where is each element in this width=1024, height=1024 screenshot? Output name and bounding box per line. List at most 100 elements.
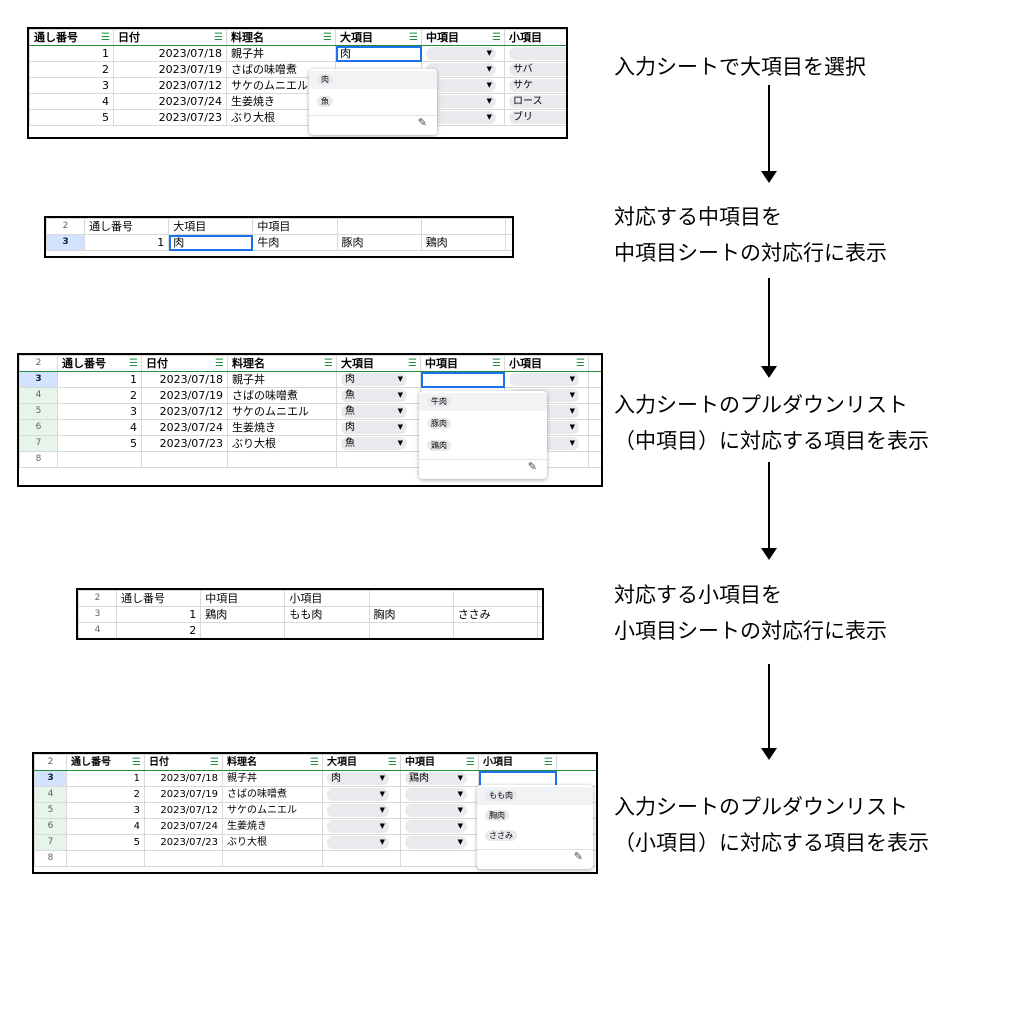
medium-category-cell[interactable]: ▼ bbox=[421, 93, 505, 110]
filter-icon[interactable]: ☰ bbox=[388, 757, 397, 768]
row-number[interactable]: 5 bbox=[34, 802, 67, 819]
empty-cell[interactable] bbox=[336, 451, 421, 468]
serial-cell[interactable]: 4 bbox=[29, 93, 114, 110]
filter-icon[interactable]: ☰ bbox=[310, 757, 319, 768]
filter-icon[interactable]: ☰ bbox=[492, 358, 501, 369]
header-small[interactable]: 小項目 bbox=[284, 590, 370, 607]
date-cell[interactable]: 2023/07/24 bbox=[113, 93, 227, 110]
serial-cell[interactable]: 5 bbox=[29, 109, 114, 126]
row-number[interactable]: 4 bbox=[19, 387, 58, 404]
dropdown-chip[interactable]: ▼ bbox=[405, 804, 467, 817]
empty-cell[interactable] bbox=[536, 622, 542, 638]
dropdown-chip[interactable]: ▼ bbox=[327, 836, 389, 849]
header-dish[interactable]: 料理名☰ bbox=[222, 754, 323, 771]
dropdown-chip[interactable]: 魚▼ bbox=[341, 405, 407, 418]
filter-icon[interactable]: ☰ bbox=[324, 358, 333, 369]
dropdown-chip[interactable]: ブリ▼ bbox=[509, 111, 566, 124]
large-category-active-cell[interactable]: 肉 bbox=[335, 45, 422, 62]
serial-cell[interactable]: 4 bbox=[66, 818, 145, 835]
serial-cell[interactable]: 5 bbox=[57, 435, 142, 452]
dropdown-chip[interactable]: 肉▼ bbox=[341, 373, 407, 386]
dish-cell[interactable]: 生姜焼き bbox=[222, 818, 323, 835]
medium-category-cell[interactable]: ▼ bbox=[400, 786, 479, 803]
small-category-cell[interactable]: ロース▼ bbox=[504, 93, 566, 110]
medium-item-cell[interactable]: 豚肉 bbox=[336, 234, 422, 251]
dish-cell[interactable]: サケのムニエル bbox=[222, 802, 323, 819]
dropdown-chip[interactable]: ▼ bbox=[405, 788, 467, 801]
dropdown-chip[interactable]: ▼ bbox=[405, 836, 467, 849]
filter-icon[interactable]: ☰ bbox=[215, 358, 224, 369]
dropdown-chip[interactable]: 肉▼ bbox=[341, 421, 407, 434]
serial-cell[interactable]: 3 bbox=[57, 403, 142, 420]
dropdown-option-row[interactable]: ささみ bbox=[477, 827, 593, 845]
header-date[interactable]: 日付☰ bbox=[113, 29, 227, 46]
row-number[interactable]: 2 bbox=[34, 754, 67, 771]
dish-cell[interactable]: ぶり大根 bbox=[227, 435, 337, 452]
row-number[interactable]: 6 bbox=[19, 419, 58, 436]
filter-icon[interactable]: ☰ bbox=[408, 358, 417, 369]
dish-cell[interactable]: ぶり大根 bbox=[226, 109, 336, 126]
large-category-cell[interactable]: 魚▼ bbox=[336, 387, 421, 404]
dropdown-option-row[interactable]: 豚肉 bbox=[419, 415, 547, 433]
serial-cell[interactable]: 5 bbox=[66, 834, 145, 851]
header-date[interactable]: 日付☰ bbox=[141, 355, 228, 372]
dropdown-chip[interactable]: サバ▼ bbox=[509, 63, 566, 76]
empty-cell[interactable] bbox=[588, 451, 601, 468]
dropdown-option[interactable]: 胸肉 bbox=[485, 810, 509, 821]
dropdown-option-row[interactable]: 肉 bbox=[309, 71, 437, 89]
empty-cell[interactable] bbox=[57, 451, 142, 468]
empty-cell[interactable] bbox=[368, 590, 454, 607]
dropdown-option-row[interactable]: 胸肉 bbox=[477, 807, 593, 825]
large-category-cell[interactable]: 肉▼ bbox=[336, 371, 421, 388]
dropdown-chip[interactable]: サケ▼ bbox=[509, 79, 566, 92]
header-serial[interactable]: 通し番号☰ bbox=[57, 355, 142, 372]
empty-cell[interactable] bbox=[200, 622, 286, 638]
large-category-cell[interactable]: ▼ bbox=[322, 834, 401, 851]
empty-cell[interactable] bbox=[141, 451, 228, 468]
dropdown-option-row[interactable]: 牛肉 bbox=[419, 393, 547, 411]
row-number[interactable]: 7 bbox=[19, 435, 58, 452]
dropdown-option[interactable]: 豚肉 bbox=[427, 418, 451, 429]
large-category-cell[interactable]: 肉▼ bbox=[322, 770, 401, 787]
filter-icon[interactable]: ☰ bbox=[323, 32, 332, 43]
serial-cell[interactable]: 1 bbox=[84, 234, 170, 251]
row-number[interactable]: 3 bbox=[46, 234, 86, 251]
header-medium[interactable]: 中項目 bbox=[200, 590, 286, 607]
small-category-cell[interactable]: ▼ bbox=[504, 371, 589, 388]
header-small[interactable]: 小項目☰ bbox=[504, 355, 589, 372]
pencil-icon[interactable]: ✎ bbox=[527, 460, 537, 473]
header-serial[interactable]: 通し番号 bbox=[116, 590, 202, 607]
row-number[interactable]: 4 bbox=[34, 786, 67, 803]
row-number[interactable]: 2 bbox=[19, 355, 58, 372]
dish-cell[interactable]: 親子丼 bbox=[222, 770, 323, 787]
header-medium[interactable]: 中項目☰ bbox=[400, 754, 479, 771]
empty-cell[interactable] bbox=[284, 622, 370, 638]
dropdown-chip[interactable]: ▼ bbox=[405, 820, 467, 833]
dropdown-chip[interactable]: ▼ bbox=[509, 373, 579, 386]
large-category-cell[interactable]: 肉▼ bbox=[336, 419, 421, 436]
dropdown-chip[interactable]: ▼ bbox=[426, 79, 496, 92]
serial-cell[interactable]: 2 bbox=[57, 387, 142, 404]
small-item-cell[interactable]: もも肉 bbox=[284, 606, 370, 623]
medium-item-cell[interactable]: 牛肉 bbox=[252, 234, 338, 251]
small-item-cell[interactable]: ささみ bbox=[452, 606, 538, 623]
header-small[interactable]: 小項目☰ bbox=[504, 29, 566, 46]
date-cell[interactable]: 2023/07/12 bbox=[144, 802, 223, 819]
row-number[interactable]: 8 bbox=[34, 850, 67, 867]
header-large[interactable]: 大項目 bbox=[168, 218, 254, 235]
filter-icon[interactable]: ☰ bbox=[101, 32, 110, 43]
row-number[interactable]: 3 bbox=[78, 606, 118, 623]
filter-icon[interactable]: ☰ bbox=[409, 32, 418, 43]
medium-category-active-cell[interactable] bbox=[420, 371, 505, 388]
empty-cell[interactable] bbox=[144, 850, 223, 867]
date-cell[interactable]: 2023/07/19 bbox=[144, 786, 223, 803]
empty-cell[interactable] bbox=[536, 606, 542, 623]
medium-category-cell[interactable]: ▼ bbox=[400, 802, 479, 819]
empty-cell[interactable] bbox=[588, 403, 601, 420]
empty-cell[interactable] bbox=[588, 371, 601, 388]
dropdown-option-row[interactable]: もも肉 bbox=[477, 787, 593, 805]
dish-cell[interactable]: 親子丼 bbox=[227, 371, 337, 388]
dropdown-chip[interactable]: ▼ bbox=[426, 111, 496, 124]
dish-cell[interactable]: さばの味噌煮 bbox=[227, 387, 337, 404]
small-category-cell[interactable]: ブリ▼ bbox=[504, 109, 566, 126]
